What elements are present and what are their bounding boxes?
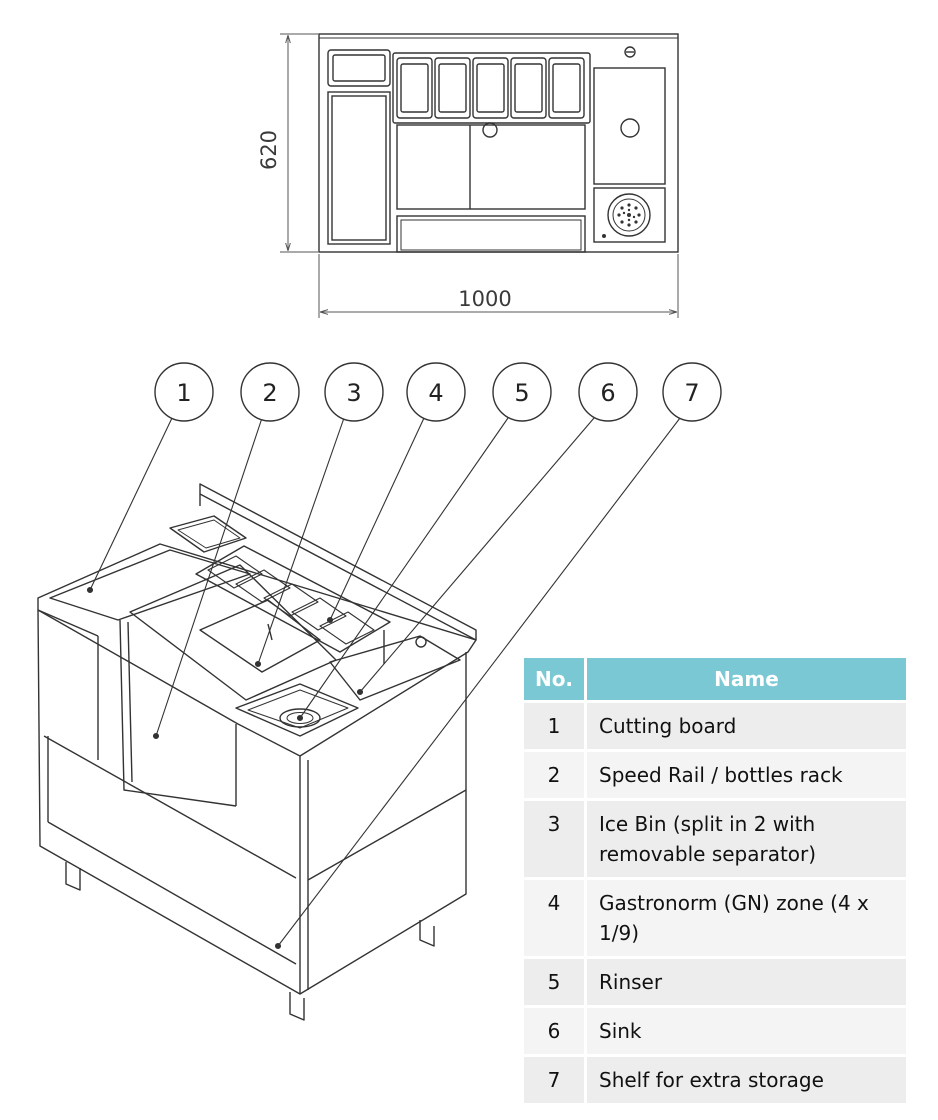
table-row: 1 Cutting board xyxy=(524,703,906,752)
table-header-row: No. Name xyxy=(524,658,906,703)
row-no: 3 xyxy=(524,801,587,880)
callout-4-label: 4 xyxy=(428,379,443,407)
top-view-plan xyxy=(318,33,679,253)
row-no: 7 xyxy=(524,1057,587,1106)
row-name: Rinser xyxy=(587,959,906,1008)
gn-pans-top xyxy=(396,57,585,119)
table-row: 3 Ice Bin (split in 2 with removable sep… xyxy=(524,801,906,880)
row-no: 2 xyxy=(524,752,587,801)
row-name: Ice Bin (split in 2 with removable separ… xyxy=(587,801,906,880)
callout-6-label: 6 xyxy=(600,379,615,407)
table-row: 5 Rinser xyxy=(524,959,906,1008)
header-name: Name xyxy=(587,658,906,703)
dimension-lines xyxy=(280,33,679,318)
dimension-width-label: 1000 xyxy=(458,287,511,311)
row-name: Gastronorm (GN) zone (4 x 1/9) xyxy=(587,880,906,959)
row-name: Cutting board xyxy=(587,703,906,752)
table-row: 2 Speed Rail / bottles rack xyxy=(524,752,906,801)
table-row: 6 Sink xyxy=(524,1008,906,1057)
callout-1: 1 xyxy=(154,362,214,422)
callout-2-label: 2 xyxy=(262,379,277,407)
callout-3: 3 xyxy=(324,362,384,422)
callout-3-label: 3 xyxy=(346,379,361,407)
callout-leaders xyxy=(86,417,681,950)
callout-5-label: 5 xyxy=(514,379,529,407)
callout-7-label: 7 xyxy=(684,379,699,407)
dimension-height-label: 620 xyxy=(257,130,281,170)
row-name: Speed Rail / bottles rack xyxy=(587,752,906,801)
callout-5: 5 xyxy=(492,362,552,422)
row-no: 6 xyxy=(524,1008,587,1057)
row-no: 1 xyxy=(524,703,587,752)
callout-2: 2 xyxy=(240,362,300,422)
table-row: 7 Shelf for extra storage xyxy=(524,1057,906,1106)
row-no: 4 xyxy=(524,880,587,959)
header-no: No. xyxy=(524,658,587,703)
callout-bubbles: 1 2 3 4 5 6 7 xyxy=(154,362,722,422)
isometric-view xyxy=(37,483,477,1021)
table-row: 4 Gastronorm (GN) zone (4 x 1/9) xyxy=(524,880,906,959)
callout-7: 7 xyxy=(662,362,722,422)
row-name: Sink xyxy=(587,1008,906,1057)
callout-4: 4 xyxy=(406,362,466,422)
parts-legend-table: No. Name 1 Cutting board 2 Speed Rail / … xyxy=(524,658,906,1106)
row-name: Shelf for extra storage xyxy=(587,1057,906,1106)
row-no: 5 xyxy=(524,959,587,1008)
callout-1-label: 1 xyxy=(176,379,191,407)
callout-6: 6 xyxy=(578,362,638,422)
